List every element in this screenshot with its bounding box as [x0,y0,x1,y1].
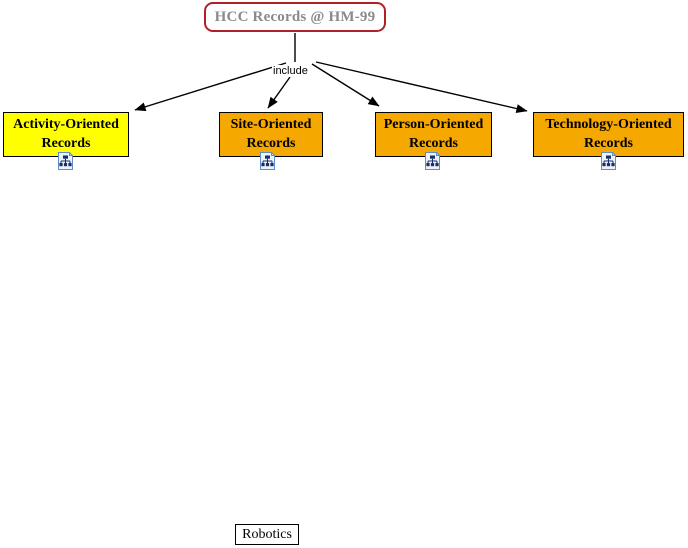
node-label-line2: Records [583,135,633,151]
edge-include-site [267,76,291,109]
node-technology-oriented-records-label: Technology-Oriented Records [542,116,674,154]
caption-box-robotics[interactable]: Robotics [235,524,299,545]
node-label-line2: Records [409,135,458,151]
hierarchy-icon[interactable] [259,152,276,170]
node-label-line2: Records [246,135,296,151]
caption-label: Robotics [242,526,292,542]
node-site-oriented-records[interactable]: Site-Oriented Records [219,112,323,157]
edge-include-activity [134,62,287,112]
hierarchy-icon[interactable] [57,152,74,170]
node-label-line1: Activity-Oriented [13,116,119,132]
node-hcc-records-root-label: HCC Records @ HM-99 [214,8,376,25]
edge-include-person [311,63,380,107]
node-person-oriented-records-label: Person-Oriented Records [381,116,487,154]
node-technology-oriented-records[interactable]: Technology-Oriented Records [533,112,684,157]
node-activity-oriented-records[interactable]: Activity-Oriented Records [3,112,129,157]
node-label-line1: Person-Oriented [383,116,484,132]
edge-include-technology [315,61,528,113]
node-person-oriented-records[interactable]: Person-Oriented Records [375,112,492,157]
node-hcc-records-root[interactable]: HCC Records @ HM-99 [204,2,386,32]
node-label-line2: Records [41,135,91,151]
hierarchy-icon[interactable] [424,152,441,170]
node-label-line1: Site-Oriented [230,116,312,132]
node-label-line1: Technology-Oriented [545,116,672,132]
node-site-oriented-records-label: Site-Oriented Records [228,116,315,154]
edge-label-include: include [272,65,309,77]
hierarchy-icon[interactable] [600,152,617,170]
node-activity-oriented-records-label: Activity-Oriented Records [10,116,122,154]
